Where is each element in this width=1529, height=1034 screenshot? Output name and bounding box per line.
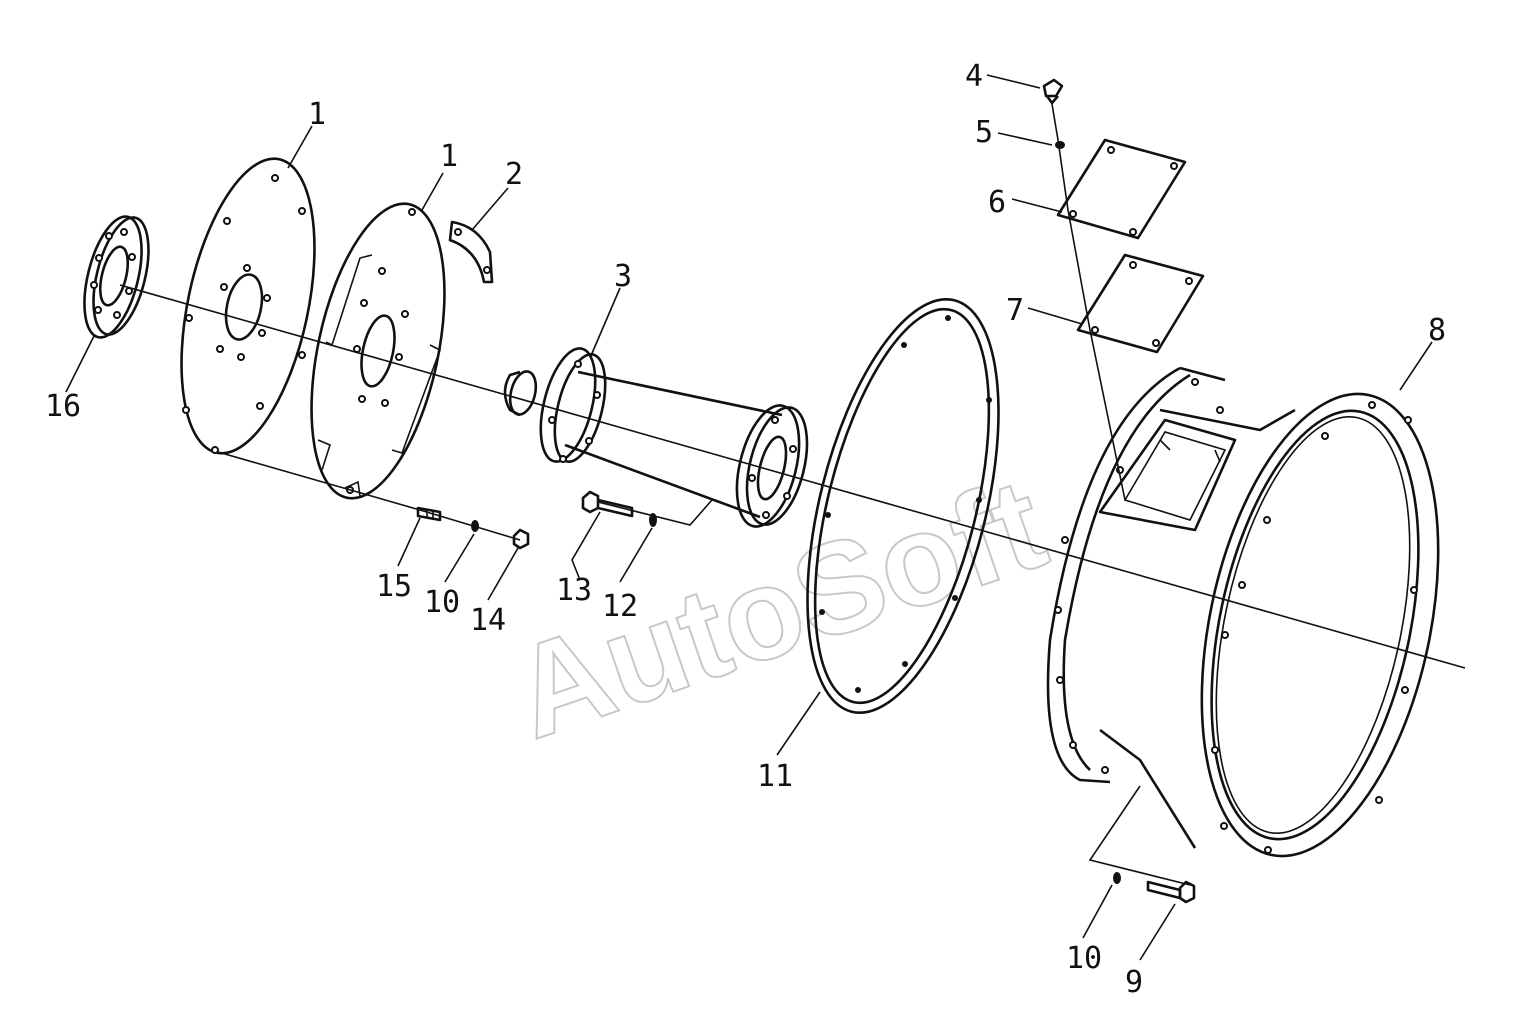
leader-lines bbox=[65, 74, 1433, 961]
callout-10-lower: 10 bbox=[1066, 941, 1102, 976]
part-15-stud bbox=[416, 506, 442, 522]
callout-labels: 16 1 1 2 3 4 5 6 7 8 11 15 10 14 13 12 1… bbox=[45, 59, 1446, 1000]
callout-3: 3 bbox=[614, 259, 632, 294]
callout-12: 12 bbox=[602, 589, 638, 624]
part-3-hub-shaft bbox=[503, 347, 809, 528]
part-2-segment bbox=[448, 220, 494, 284]
callout-16: 16 bbox=[45, 389, 81, 424]
callout-10-upper: 10 bbox=[424, 585, 460, 620]
callout-13: 13 bbox=[556, 573, 592, 608]
callout-6: 6 bbox=[988, 185, 1006, 220]
part-10-washer-upper bbox=[471, 520, 479, 532]
part-9-bolt bbox=[1146, 880, 1196, 904]
part-14-nut bbox=[512, 528, 530, 550]
part-1-flexplate-front bbox=[180, 157, 316, 455]
part-16-flange bbox=[83, 215, 150, 339]
part-13-bolt bbox=[581, 490, 634, 518]
callout-4: 4 bbox=[965, 59, 983, 94]
part-7-cover-gasket bbox=[1076, 253, 1205, 354]
callout-9: 9 bbox=[1125, 965, 1143, 1000]
part-4-bolt bbox=[1042, 78, 1064, 105]
part-5-washer bbox=[1055, 141, 1065, 149]
callout-15: 15 bbox=[376, 569, 412, 604]
callout-14: 14 bbox=[470, 603, 506, 638]
callout-8: 8 bbox=[1428, 313, 1446, 348]
callout-7: 7 bbox=[1006, 293, 1024, 328]
part-4-axis-line bbox=[1051, 103, 1126, 501]
part-9-guide-line bbox=[1088, 785, 1191, 886]
part-6-cover-plate bbox=[1056, 138, 1187, 240]
bolt-13-axis bbox=[597, 499, 713, 526]
part-11-gasket bbox=[806, 298, 1000, 714]
callout-1-rear: 1 bbox=[440, 139, 458, 174]
lower-left-axis bbox=[217, 451, 521, 541]
callout-2: 2 bbox=[505, 157, 523, 192]
part-1-flexplate-rear bbox=[310, 202, 446, 500]
callout-11: 11 bbox=[757, 759, 793, 794]
part-10-washer-lower bbox=[1113, 872, 1121, 884]
part-8-bell-housing bbox=[1046, 366, 1440, 858]
callout-1-front: 1 bbox=[308, 97, 326, 132]
assembly-axis bbox=[119, 284, 1466, 669]
callout-5: 5 bbox=[975, 115, 993, 150]
